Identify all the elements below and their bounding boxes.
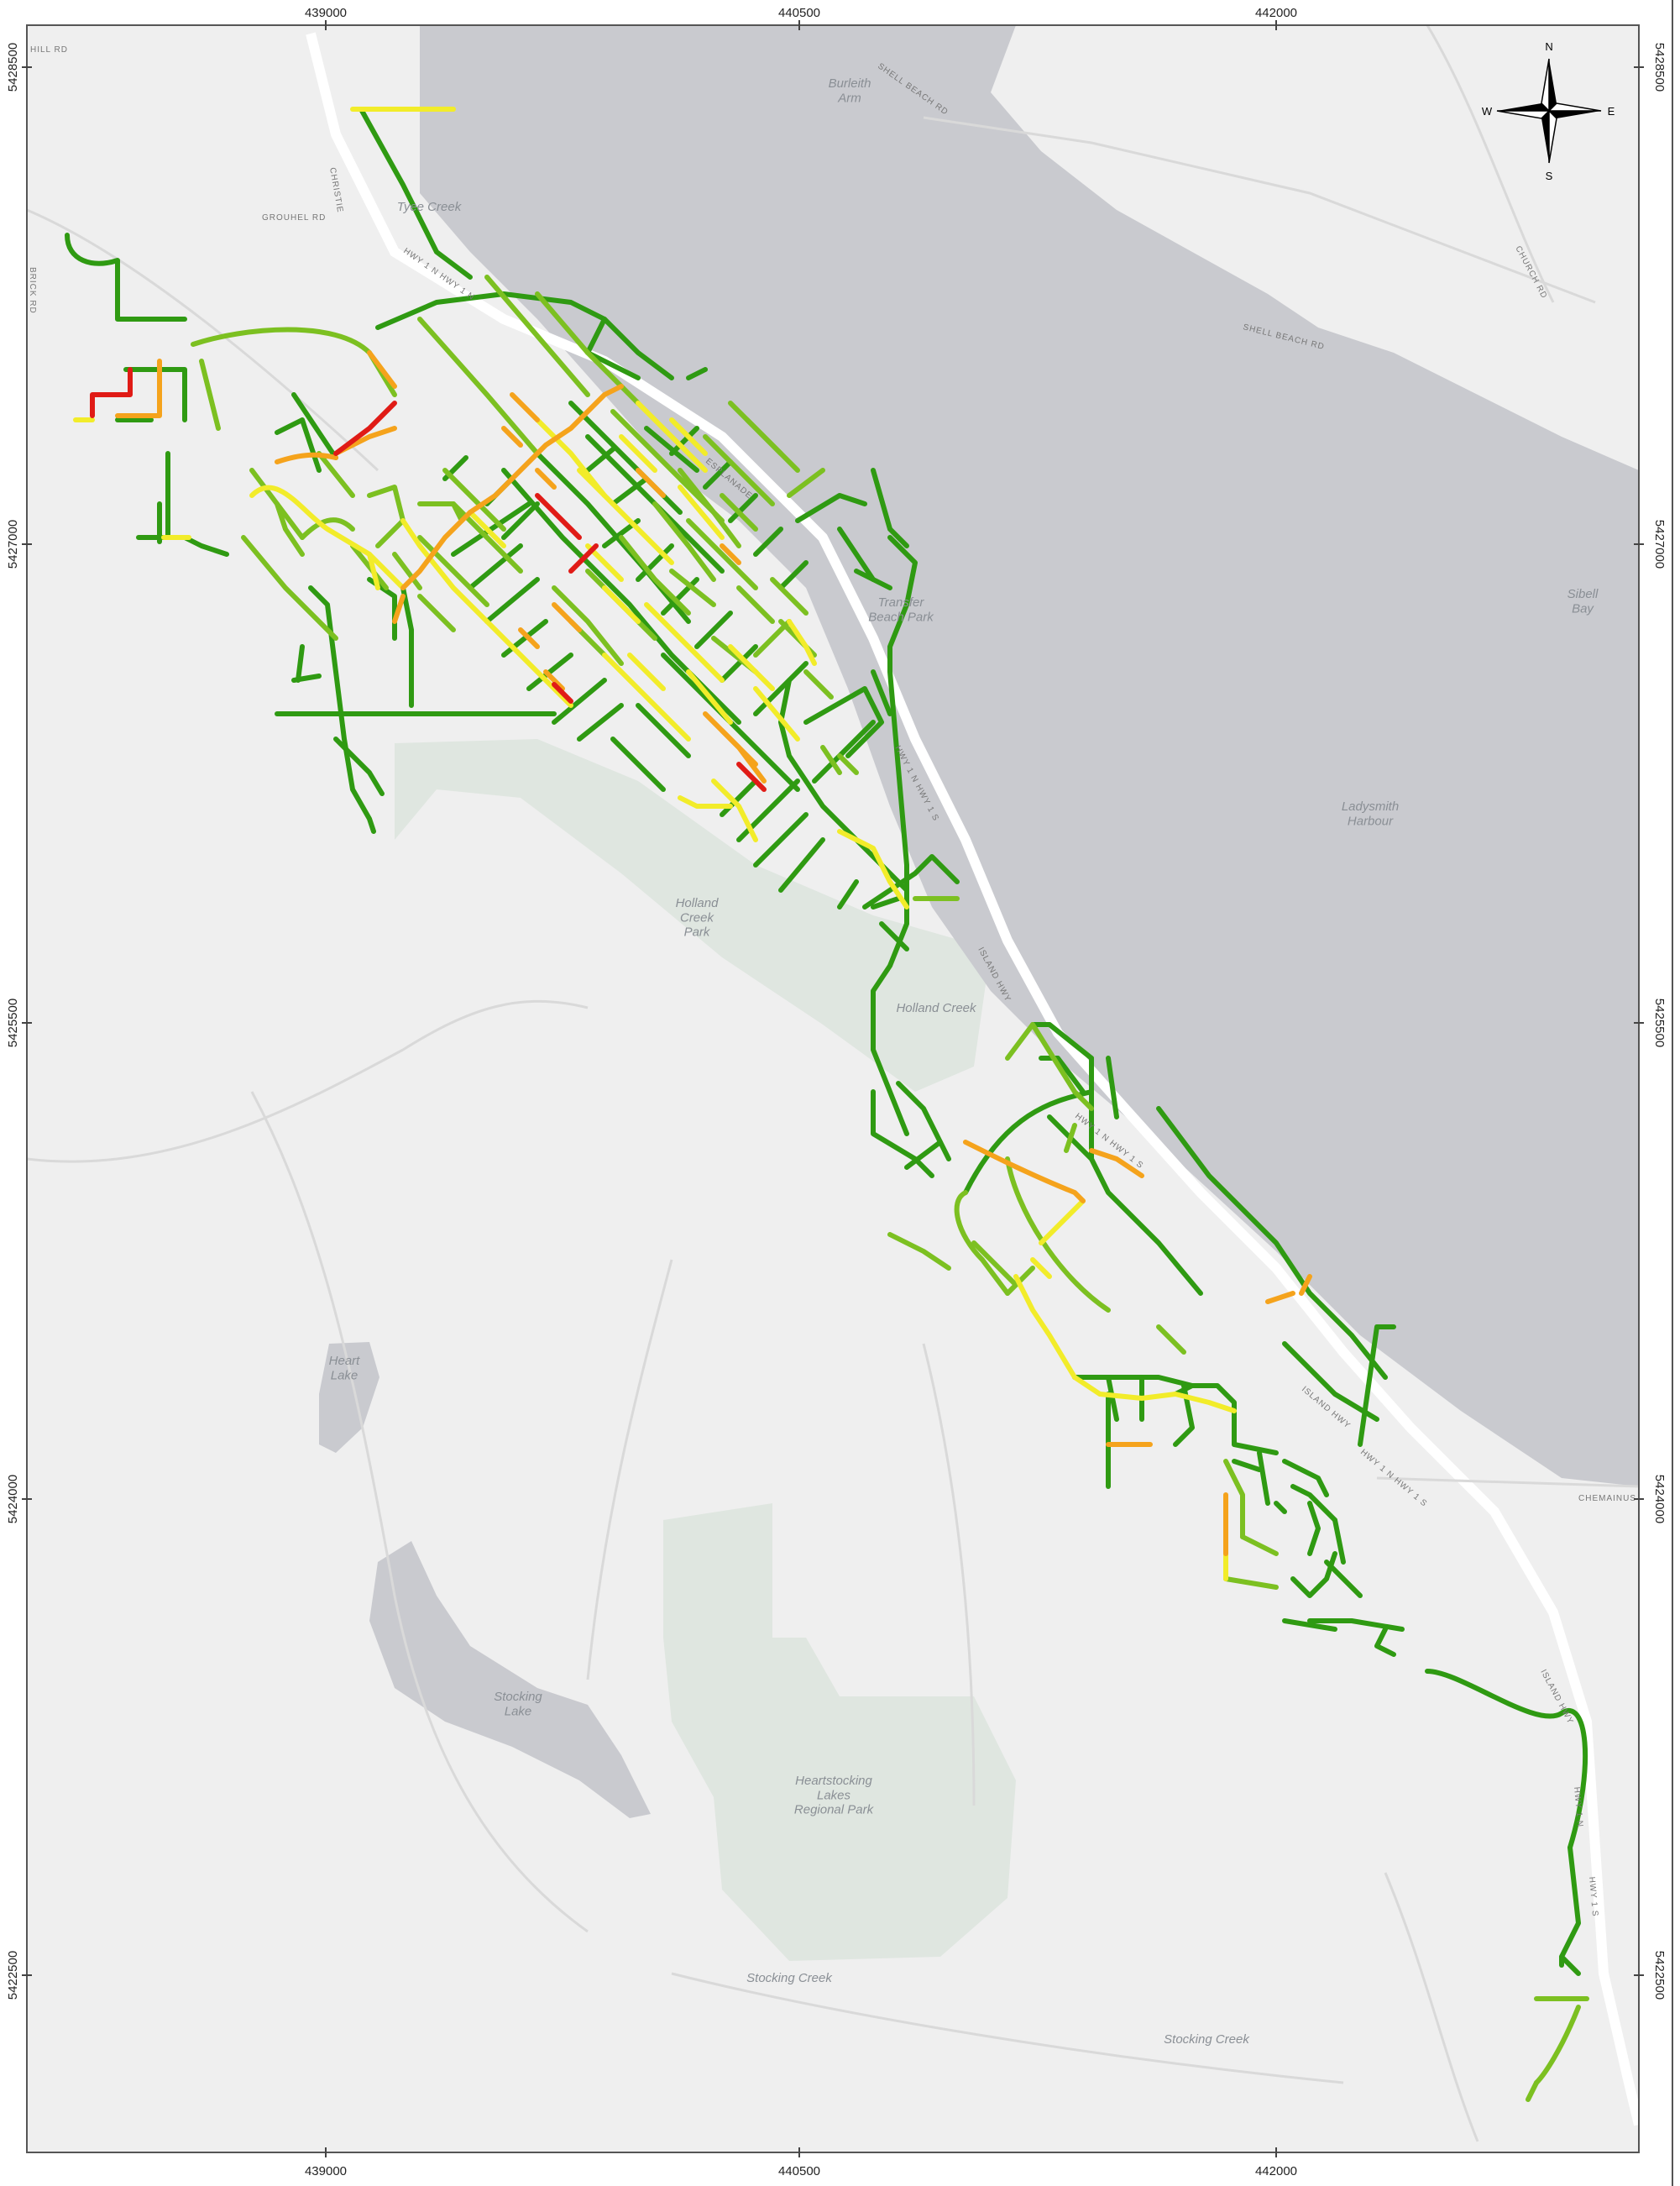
- y-tick-right-5424000: 5424000: [1652, 1475, 1667, 1523]
- label-hill-rd: HILL RD: [30, 45, 68, 55]
- label-chemainus-rd: CHEMAINUS: [1578, 1494, 1636, 1503]
- axis-ticks: [22, 20, 1644, 2157]
- x-axis-bottom-labels: 439000 440500 442000: [305, 2164, 1297, 2178]
- y-tick-right-5428500: 5428500: [1652, 43, 1667, 92]
- y-tick-left-5422500: 5422500: [6, 1951, 20, 2000]
- label-holland-creek: Holland Creek: [896, 1001, 977, 1015]
- compass-w: W: [1482, 105, 1493, 118]
- heart-lake: [319, 1342, 379, 1453]
- compass-n: N: [1545, 40, 1552, 53]
- x-tick-top-440500: 440500: [778, 6, 820, 20]
- holland-creek-park: [395, 739, 991, 1092]
- label-stocking-creek-1: Stocking Creek: [746, 1971, 833, 1985]
- segments-very-good: [65, 107, 1588, 1976]
- y-tick-right-5422500: 5422500: [1652, 1951, 1667, 2000]
- y-tick-left-5427000: 5427000: [6, 520, 20, 569]
- north-arrow: N S E W: [1482, 40, 1615, 182]
- ladysmith-harbour-water: [420, 25, 1639, 1486]
- label-hwy-south-4: HWY 1 S: [1587, 1876, 1599, 1917]
- x-tick-top-439000: 439000: [305, 6, 347, 20]
- y-tick-right-5427000: 5427000: [1652, 520, 1667, 569]
- segments-poor: [115, 350, 1312, 1556]
- y-tick-left-5428500: 5428500: [6, 43, 20, 92]
- map-border: [26, 24, 1640, 2153]
- segments-very-poor: [90, 367, 767, 792]
- minor-roads: [27, 25, 1639, 2142]
- compass-needle-n: [1549, 59, 1557, 111]
- y-axis-left-labels: 5428500 5427000 5425500 5424000 5422500: [6, 43, 20, 2000]
- x-tick-top-442000: 442000: [1255, 6, 1297, 20]
- x-tick-bottom-442000: 442000: [1255, 2164, 1297, 2178]
- x-tick-bottom-440500: 440500: [778, 2164, 820, 2178]
- label-brick-rd: BRICK RD: [28, 267, 37, 314]
- segments-fair: [73, 107, 1237, 1581]
- label-hwy-south-3: HWY 1 N: [1572, 1786, 1584, 1827]
- compass-s: S: [1546, 170, 1553, 182]
- x-axis-top-labels: 439000 440500 442000: [305, 6, 1297, 20]
- stocking-lake: [369, 1541, 651, 1818]
- y-axis-right-labels: 5428500 5427000 5425500 5424000 5422500: [1652, 43, 1667, 2000]
- heartstocking-park: [663, 1503, 1016, 1961]
- label-stocking-creek-2: Stocking Creek: [1164, 2032, 1250, 2047]
- label-tyee-creek: Tyee Creek: [397, 200, 463, 214]
- compass-e: E: [1608, 105, 1615, 118]
- y-tick-left-5425500: 5425500: [6, 999, 20, 1047]
- road-condition-segments: [65, 107, 1589, 2102]
- y-tick-right-5425500: 5425500: [1652, 999, 1667, 1047]
- x-tick-bottom-439000: 439000: [305, 2164, 347, 2178]
- y-tick-left-5424000: 5424000: [6, 1475, 20, 1523]
- label-grouhel-rd: GROUHEL RD: [262, 213, 326, 223]
